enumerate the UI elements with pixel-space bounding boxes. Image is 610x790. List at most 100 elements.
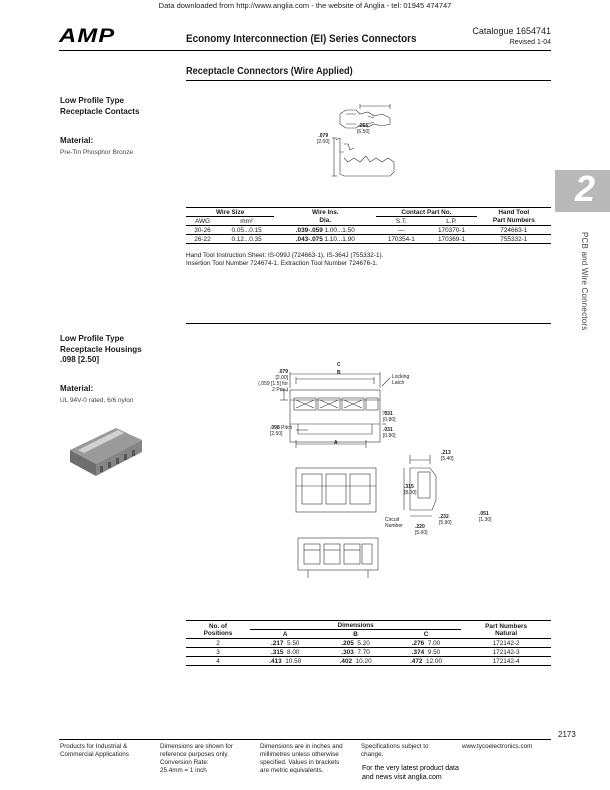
th-b: B [353,630,358,638]
contacts-material-label: Material: [60,135,94,145]
cell-dia-in: .039-.059 [295,226,323,234]
circuit-number-line1: Circuit [385,517,400,523]
anglia-note-line2: and news visit anglia.com [362,774,442,781]
dim-079-mm: [2.00] [275,375,288,381]
cell-a: .217 5.50 [250,639,320,648]
th-part-line1: Part Numbers [485,622,528,630]
cell-part: 172142-4 [492,657,520,665]
chapter-label: PCB and Wire Connectors [580,232,589,331]
cell-lp: 170370-1 [438,226,466,234]
cell-b: .205 5.20 [320,639,390,648]
cell-mm2: 0.12...0.35 [231,235,262,243]
th-wire-size: Wire Size [186,207,275,217]
contacts-note: Hand Tool Instruction Sheet: IS-099J (72… [186,252,383,268]
dim-051-in: .051 [479,511,489,517]
catalogue-info: Catalogue 1654741 Revised 1-04 [472,26,551,48]
page-number: 2173 [558,730,576,739]
cell-b-in: .303 [341,648,354,656]
cell-st: — [398,226,405,234]
housings-heading-line1: Low Profile Type [60,333,125,343]
dim-031b-label: .031 [0.80] [383,427,396,439]
circuit-number-line2: Number [385,523,403,529]
cell-lp: 170369-1 [438,235,466,243]
contacts-note-line2: Insertion Tool Number 724674-1. Extracti… [186,260,378,267]
cell-b: .303 7.70 [320,648,390,657]
footer-col4-line2: change. [361,751,384,758]
website-link[interactable]: www.tycoelectronics.com [462,743,533,750]
dim-315-mm: [8.00] [404,490,417,496]
th-part-numbers: Part Numbers [492,217,535,225]
footer-col3-line3: specified. Values in brackets [260,759,340,766]
cell-c-in: .374 [411,648,425,656]
dim-220-in: .220 [415,524,425,530]
cell-c: .472 12.00 [391,657,461,666]
locking-latch-line2: Latch [392,380,405,386]
dim-232-in: .232 [439,514,449,520]
cell-pos: 4 [216,657,220,665]
th-hand-tool: Hand Tool [498,208,530,216]
footer-col3-line1: Dimensions are in inches and [260,743,343,750]
cell-c-mm: 7.00 [427,639,441,647]
cell-dia: .043-.075 1.10...1.90 [274,235,376,244]
cell-b-mm: 5.20 [357,639,370,647]
amp-logo: AMP [59,26,116,47]
cell-c-in: .276 [411,639,425,647]
contacts-heading: Low Profile Type Receptacle Contacts [60,95,139,116]
cell-c-mm: 9.50 [427,648,441,656]
dim-a-label: A [334,440,338,446]
footer-col3-line2: millimetres unless otherwise [260,751,339,758]
contacts-heading-line2: Receptacle Contacts [60,105,140,116]
catalogue-number: Catalogue 1654741 [472,26,551,36]
footer-col1-line2: Commercial Applications [60,751,129,758]
th-positions-line2: Positions [203,629,233,637]
chapter-tab [555,170,610,212]
housing-drawing [280,372,437,578]
table-row: 3 .315 8.00 .303 7.70 .374 9.50 172142-3 [186,648,551,657]
anglia-note-line1: For the very latest product data [362,765,459,772]
cell-a-in: .315 [270,648,284,656]
chapter-number: 2 [575,168,596,209]
locking-latch-label: Locking Latch [392,374,409,386]
cell-a-mm: 8.00 [287,648,300,656]
cell-awg: 30-26 [194,226,211,234]
dim-051-label: .051 [1.30] [479,511,492,523]
footer-col2-line4: 25.4mm = 1 inch [160,767,207,774]
cell-c: .374 9.50 [391,648,461,657]
th-c: C [423,630,429,638]
dim-059-line1: (.059 [1.5] for [258,381,288,387]
circuit-number-label: Circuit Number [385,517,403,529]
housings-material-label: Material: [60,383,94,393]
dim-031b-in: .031 [383,427,393,433]
header-rule [59,50,551,51]
dim-b-label: B [337,370,341,376]
housings-material-value: UL 94V-0 rated, 6/6 nylon [60,397,134,404]
cell-st: 170354-1 [387,235,415,243]
th-part-line2: Natural [495,629,518,637]
footer-col1: Products for Industrial & Commercial App… [60,743,129,759]
contacts-heading-line1: Low Profile Type [60,95,125,105]
cell-awg: 26-22 [194,235,211,243]
cell-tool: 755332-1 [500,235,528,243]
th-lp: L.P. [446,217,457,225]
dim-232-label: .232 [5.90] [439,514,452,526]
dim-031a-label: .031 [0.80] [383,411,396,423]
dim-213-mm: [5.40] [441,456,454,462]
cell-a: .315 8.00 [250,648,320,657]
th-awg: AWG [194,217,210,225]
dim-c-label: C [337,362,341,368]
contact-drawing: .256 [332,104,395,177]
cell-a: .413 10.50 [250,657,320,666]
dim-232-mm: [5.90] [439,520,452,526]
housings-heading-line3: .098 [2.50] [60,354,100,364]
dim-213-in: .213 [441,450,451,456]
housings-heading: Low Profile Type Receptacle Housings .09… [60,333,142,365]
cell-a-mm: 10.50 [285,657,302,665]
dim-098-in: .098 [270,425,280,431]
th-wire-ins: Wire Ins. [311,208,339,216]
cell-dia: .039-.059 1.00...1.50 [274,226,376,235]
contacts-table-wrap: Wire Size Wire Ins. Contact Part No. Han… [186,207,551,244]
housings-rule [186,323,551,324]
